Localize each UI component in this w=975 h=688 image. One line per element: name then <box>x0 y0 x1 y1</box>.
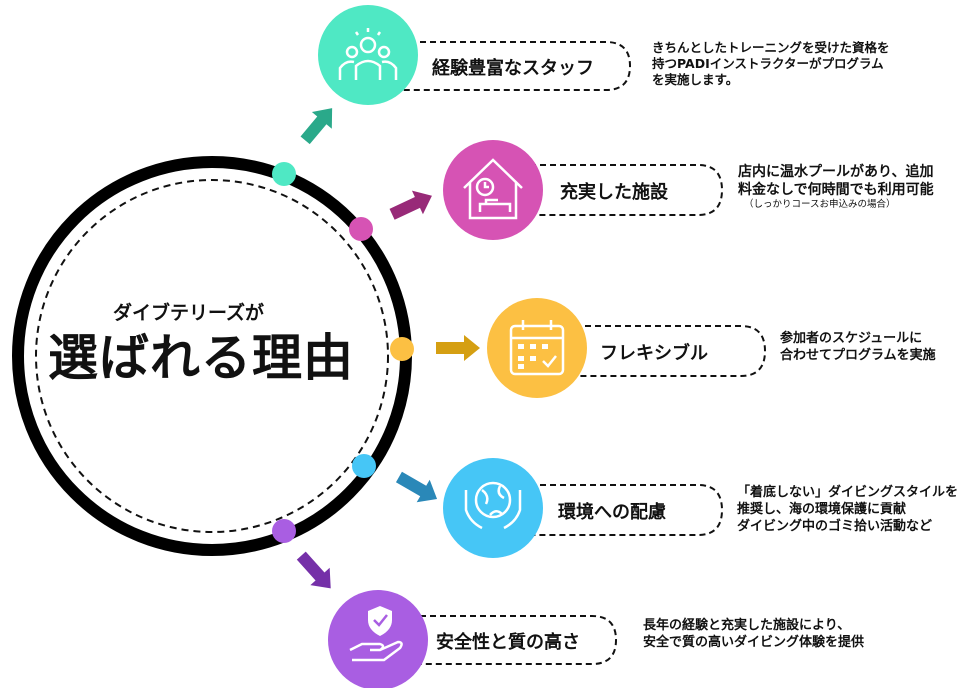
house-icon <box>443 140 543 240</box>
center-subtitle: ダイブテリーズが <box>113 302 265 324</box>
inner-dashed-ring <box>35 179 389 533</box>
ring-dot-5 <box>272 519 296 543</box>
desc-line: ダイビング中のゴミ拾い活動など <box>737 519 933 534</box>
desc-line: 「着底しない」ダイビングスタイルを <box>737 485 959 500</box>
arrow-1 <box>300 108 333 145</box>
pill-outline-5 <box>390 615 618 665</box>
arrow-3 <box>436 335 480 361</box>
ring-dot-1 <box>272 162 296 186</box>
globe-hands-icon <box>443 458 543 558</box>
pill-outline-1 <box>380 41 632 91</box>
item-label-flexible: フレキシブル <box>600 343 708 364</box>
ring-dot-4 <box>352 454 376 478</box>
item-label-staff: 経験豊富なスタッフ <box>432 58 594 79</box>
desc-line: きちんとしたトレーニングを受けた資格を <box>652 40 890 55</box>
desc-line: 長年の経験と充実した施設により、 <box>643 618 851 633</box>
ring-dot-3 <box>390 337 414 361</box>
desc-line: を実施します。 <box>652 72 739 87</box>
item-label-environment: 環境への配慮 <box>558 502 666 523</box>
ring-dot-2 <box>349 217 373 241</box>
desc-line: 店内に温水プールがあり、追加 <box>738 164 934 180</box>
item-label-safety: 安全性と質の高さ <box>436 632 580 653</box>
shield-hand-icon <box>328 590 428 688</box>
desc-note: （しっかりコースお申込みの場合） <box>744 199 896 210</box>
item-desc-flexible: 参加者のスケジュールに 合わせてプログラムを実施 <box>780 330 936 364</box>
center-title: 選ばれる理由 <box>48 329 354 387</box>
item-desc-environment: 「着底しない」ダイビングスタイルを 推奨し、海の環境保護に貢献 ダイビング中のゴ… <box>737 484 958 535</box>
item-desc-safety: 長年の経験と充実した施設により、 安全で質の高いダイビング体験を提供 <box>643 617 864 651</box>
desc-line: 推奨し、海の環境保護に貢献 <box>737 502 907 517</box>
pill-outline-3 <box>545 325 767 377</box>
arrow-4 <box>395 471 438 503</box>
item-label-facility: 充実した施設 <box>560 182 668 203</box>
desc-line: 持つPADIインストラクターがプログラム <box>652 56 884 71</box>
arrow-5 <box>296 551 331 589</box>
item-desc-staff: きちんとしたトレーニングを受けた資格を 持つPADIインストラクターがプログラム… <box>652 40 890 88</box>
desc-line: 安全で質の高いダイビング体験を提供 <box>643 635 865 650</box>
desc-line: 料金なしで何時間でも利用可能 <box>738 182 934 198</box>
desc-line: 合わせてプログラムを実施 <box>780 348 936 363</box>
desc-line: 参加者のスケジュールに <box>780 331 923 346</box>
staff-icon <box>318 5 418 105</box>
calendar-icon <box>487 298 587 398</box>
item-desc-facility: 店内に温水プールがあり、追加 料金なしで何時間でも利用可能 （しっかりコースお申… <box>738 163 934 210</box>
arrow-2 <box>389 190 432 220</box>
